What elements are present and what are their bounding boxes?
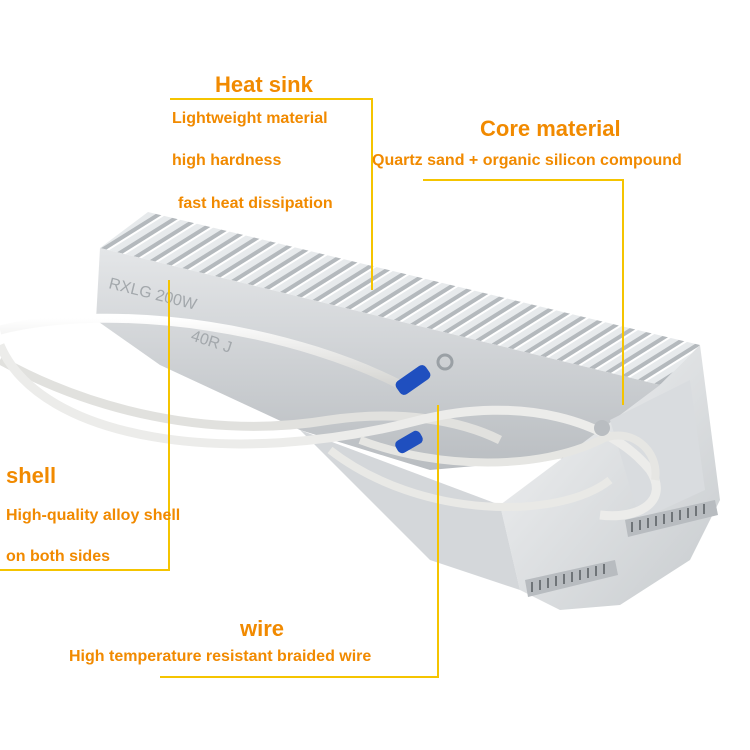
heat-sink-feature-3: fast heat dissipation xyxy=(178,195,333,212)
shell-title: shell xyxy=(6,463,57,488)
shell-feature-1: High-quality alloy shell xyxy=(6,507,181,524)
wire-title: wire xyxy=(240,616,285,641)
shell-cavity xyxy=(610,380,705,520)
wire-front-loop xyxy=(327,446,613,511)
heat-sink-leader xyxy=(170,98,373,290)
heat-sink-title: Heat sink xyxy=(215,72,313,97)
shell-leader xyxy=(0,280,170,571)
terminal-lower xyxy=(395,430,423,454)
wire-loop-lower xyxy=(0,356,503,445)
wire-description: High temperature resistant braided wire xyxy=(69,648,372,665)
wire-terminals xyxy=(395,353,610,454)
foot-fins-left xyxy=(525,560,618,597)
heat-sink-feature-1: Lightweight material xyxy=(172,110,328,127)
heat-sink-feature-2: high hardness xyxy=(172,152,282,169)
terminal-upper xyxy=(395,353,454,395)
wire-leader xyxy=(160,405,439,678)
core-material-leader xyxy=(423,179,624,405)
wire-grommet xyxy=(594,420,610,436)
callout-leaders xyxy=(0,98,624,678)
braided-wires xyxy=(0,313,661,521)
heat-sink-fins xyxy=(100,212,700,385)
core-material-description: Quartz sand + organic silicon compound xyxy=(372,152,682,169)
resistor-body: RXLG 200W 40R J xyxy=(96,212,720,610)
wire-arc-outer xyxy=(0,343,661,521)
wire-arc-inner xyxy=(358,431,660,481)
wire-loop-upper xyxy=(0,313,413,394)
core-material-title: Core material xyxy=(480,116,621,141)
shell-feature-2: on both sides xyxy=(6,548,110,565)
foot-fins-right xyxy=(625,500,718,537)
